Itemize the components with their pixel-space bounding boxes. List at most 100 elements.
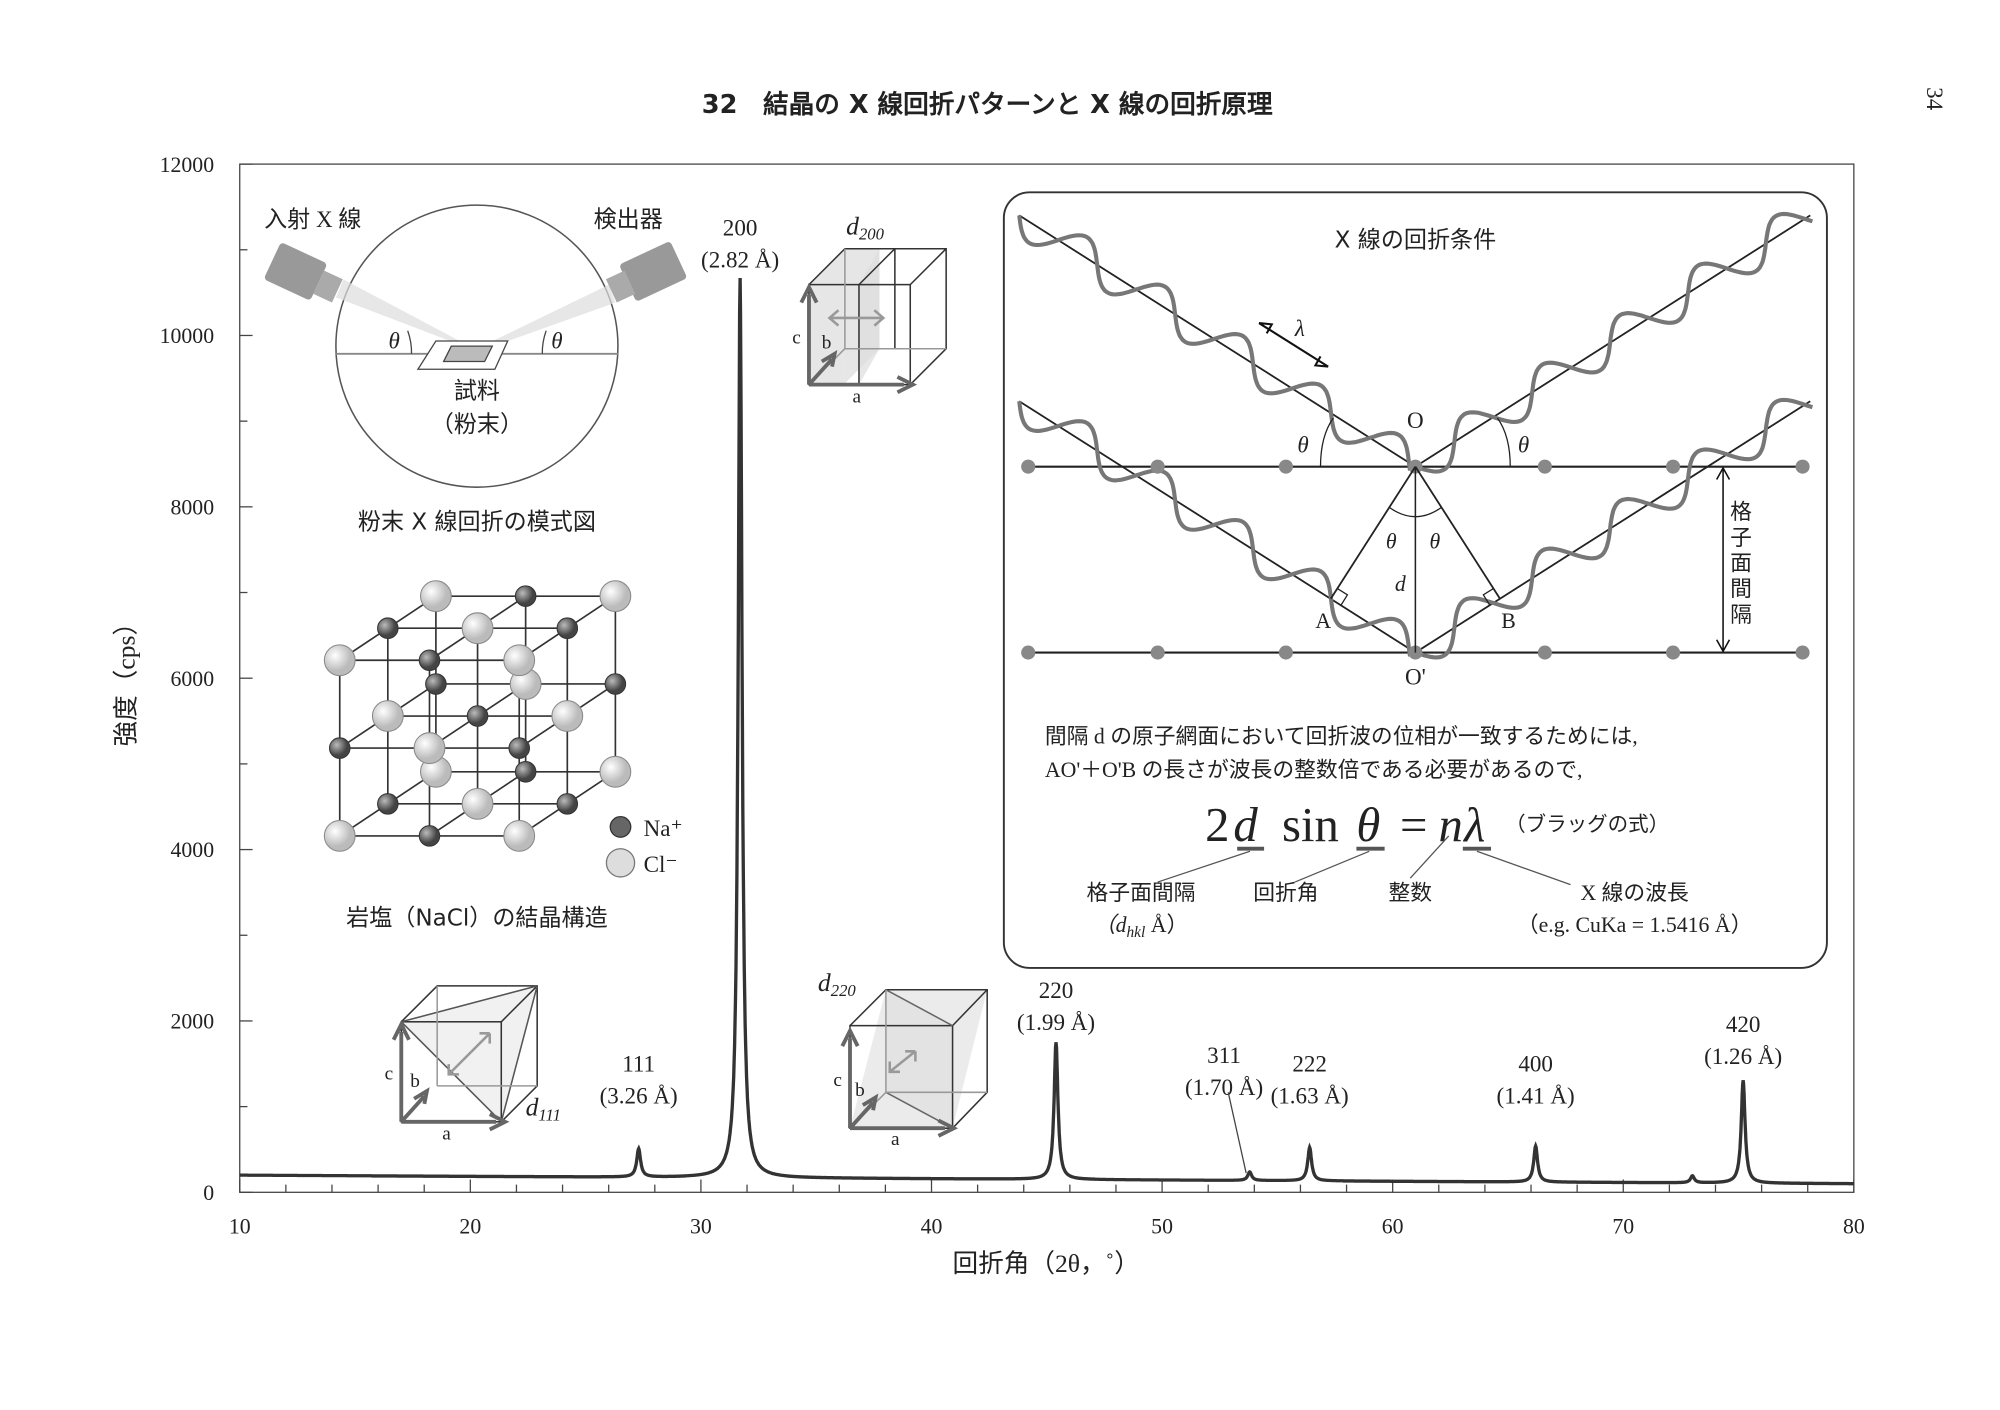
incident-xray-label: 入射 X 線	[264, 206, 361, 232]
spacing-char: 間	[1730, 577, 1752, 601]
peak-hkl-label: 400	[1518, 1051, 1553, 1077]
peak-hkl-label: 220	[1039, 977, 1074, 1003]
x-tick-label: 70	[1612, 1214, 1634, 1238]
d-label: d	[1395, 572, 1406, 596]
y-axis-label: 強度（cps）	[112, 610, 141, 747]
cl-ion	[461, 787, 494, 820]
na-ion	[377, 617, 399, 639]
diffraction-curve	[239, 278, 1854, 1186]
peak-hkl-label: 222	[1292, 1051, 1327, 1077]
xray-path	[1018, 214, 1416, 468]
d200-sub: 200	[859, 225, 885, 244]
incident-beam	[335, 279, 477, 352]
angle-arc	[407, 330, 413, 354]
sample-sub-label: （粉末）	[431, 411, 523, 437]
axis-ticks	[239, 163, 1855, 1193]
na-ion	[556, 793, 579, 815]
d220-label: d	[818, 968, 831, 997]
eq-sin: sin	[1282, 798, 1339, 852]
na-ion	[466, 705, 489, 727]
lattice-atom	[1795, 645, 1810, 660]
cl-ion	[323, 644, 356, 677]
y-tick-label: 8000	[171, 496, 215, 520]
spacing-char: 隔	[1730, 603, 1752, 627]
peak-hkl-label: 111	[622, 1051, 655, 1077]
lattice-atom	[1278, 645, 1293, 660]
peak-d-label: (1.63 Å)	[1271, 1083, 1349, 1109]
cl-ion	[551, 700, 584, 732]
na-ion	[556, 617, 579, 639]
double-arrow-icon	[888, 1049, 917, 1074]
angle-arc	[1389, 507, 1442, 518]
cube-d200: d200 c b a	[792, 212, 947, 408]
bragg-condition-panel: X 線の回折条件 O O' A B λ θ θ θ θ d 格 子 面 間 隔 …	[1002, 191, 1828, 969]
d200-label: d	[846, 212, 859, 241]
x-tick-label: 30	[690, 1214, 712, 1238]
peak-labels: 111(3.26 Å)200(2.82 Å)220(1.99 Å)311(1.7…	[600, 214, 1783, 1108]
na-ion	[508, 737, 530, 759]
peak-hkl-label: 200	[723, 214, 758, 240]
na-ion	[604, 673, 627, 695]
lattice-atom	[1150, 645, 1165, 660]
svg-text:d200: d200	[846, 212, 884, 244]
peak-d-label: (3.26 Å)	[600, 1083, 678, 1109]
bragg-equation-name: （ブラッグの式）	[1505, 812, 1669, 836]
label-dhkl: （dhkl Å）	[1094, 913, 1188, 941]
angle-arc	[541, 330, 547, 354]
na-ion	[418, 825, 441, 847]
spacing-char: 面	[1730, 552, 1752, 576]
axis-b-label: b	[410, 1071, 420, 1092]
spacing-char: 格	[1730, 500, 1752, 524]
dhkl-sub: hkl	[1126, 924, 1145, 941]
double-arrow-icon	[827, 309, 886, 327]
na-legend-label: Na⁺	[644, 815, 683, 841]
spacing-char: 子	[1730, 526, 1752, 550]
detector-label: 検出器	[594, 206, 663, 232]
na-ion	[425, 673, 447, 695]
cube-d111: d111 c b a	[385, 985, 561, 1145]
d111-sub: 111	[538, 1106, 561, 1125]
label-leaders	[1157, 835, 1571, 886]
eq-lambda: λ	[1462, 798, 1485, 852]
xray-wave	[1017, 215, 1413, 471]
spacing-arrow-icon	[1715, 466, 1731, 653]
theta-label: θ	[1518, 432, 1529, 458]
x-tick-label: 80	[1843, 1214, 1865, 1238]
x-tick-label: 40	[921, 1214, 943, 1238]
wavelength-arrow-icon	[1258, 322, 1329, 368]
axis-c-label: c	[385, 1063, 394, 1084]
eq-d: d	[1233, 798, 1258, 852]
cl-ion	[503, 819, 536, 852]
axis-c-label: c	[792, 328, 801, 349]
nacl-caption: 岩塩（NaCl）の結晶構造	[346, 906, 607, 932]
lattice-atom	[1795, 459, 1810, 474]
y-tick-label: 12000	[160, 153, 215, 177]
xray-wave	[1414, 211, 1814, 474]
xray-path	[1414, 214, 1811, 468]
nacl-structure	[323, 580, 632, 852]
bragg-diagram	[1017, 211, 1814, 660]
y-tick-label: 4000	[171, 838, 215, 862]
page-title: 32 結晶の X 線回折パターンと X 線の回折原理	[702, 89, 1273, 120]
diffracted-beam	[476, 284, 616, 352]
y-tick-label: 0	[203, 1181, 214, 1205]
lattice-atom	[1408, 645, 1423, 660]
perpendicular-ob	[1414, 466, 1501, 600]
explanation-line-1: 間隔 d の原子網面において回折波の位相が一致するためには,	[1045, 725, 1638, 749]
xray-wave	[1414, 397, 1814, 660]
x-axis-label: 回折角（2θ，˚）	[952, 1249, 1139, 1278]
sample-label: 試料	[454, 378, 500, 404]
point-b-label: B	[1501, 609, 1516, 633]
label-wavelength-example: （e.g. CuKa = 1.5416 Å）	[1517, 913, 1753, 937]
axis-a-label: a	[891, 1129, 900, 1150]
label-wavelength: X 線の波長	[1580, 881, 1689, 905]
cl-legend-label: Cl⁻	[644, 851, 678, 877]
axis-b-label: b	[822, 333, 832, 354]
lattice-atom	[1666, 645, 1681, 660]
peak-d-label: (1.41 Å)	[1497, 1083, 1575, 1109]
cl-ion	[413, 732, 446, 764]
axis-b-label: b	[855, 1080, 865, 1101]
